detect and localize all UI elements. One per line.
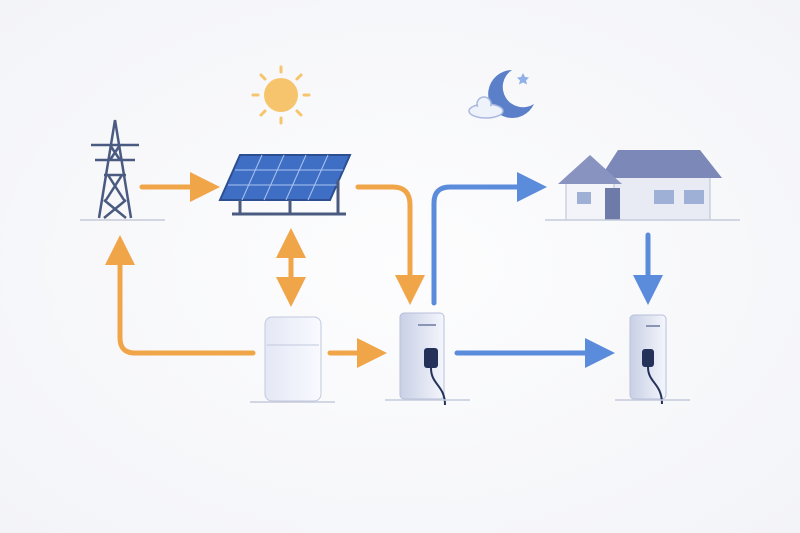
cloud-icon — [468, 96, 504, 119]
house-icon — [545, 150, 740, 221]
power-pylon-icon — [80, 119, 165, 221]
ev-charger-icon — [615, 314, 690, 405]
moon-icon — [468, 70, 534, 119]
flow-solar-to-charger — [355, 184, 425, 305]
sun-icon — [251, 65, 311, 125]
home-battery-icon — [250, 316, 335, 403]
solar-panel-icon — [218, 154, 352, 216]
star-icon — [517, 73, 529, 85]
ev-charger-icon — [385, 312, 470, 406]
flow-charger-to-home — [431, 172, 547, 306]
flow-battery-to-grid — [105, 235, 256, 356]
